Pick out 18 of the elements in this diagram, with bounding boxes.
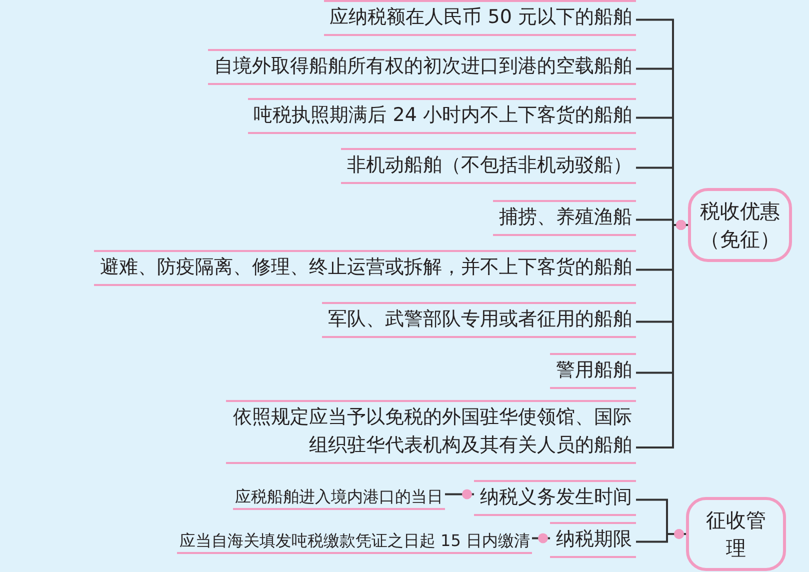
branch-text: 应纳税额在人民币 50 元以下的船舶 [324,0,636,36]
branch-text: 依照规定应当予以免税的外国驻华使领馆、国际组织驻华代表机构及其有关人员的船舶 [226,400,636,464]
branch-text: 自境外取得船舶所有权的初次进口到港的空载船舶 [208,49,636,85]
branch-text: 军队、武警部队专用或者征用的船舶 [322,302,636,338]
branch-text: 纳税义务发生时间 [474,480,636,516]
branch-text: 非机动船舶（不包括非机动驳船） [341,148,636,184]
branch-text: 捕捞、养殖渔船 [493,200,636,236]
connector [445,489,474,500]
note-text: 应税船舶进入境内港口的当日 [233,486,445,510]
connector [532,533,550,544]
topic-box: 征收管理 [686,497,786,571]
branch-text: 警用船舶 [550,353,636,389]
branch-text: 避难、防疫隔离、修理、终止运营或拆解，并不上下客货的船舶 [94,250,636,286]
note-text: 应当自海关填发吨税缴款凭证之日起 15 日内缴清 [177,530,532,554]
branch-text: 吨税执照期满后 24 小时内不上下客货的船舶 [248,98,636,134]
topic-box: 税收优惠（免征） [688,188,792,262]
connector [636,529,686,543]
branch-text: 纳税期限 [550,522,636,558]
